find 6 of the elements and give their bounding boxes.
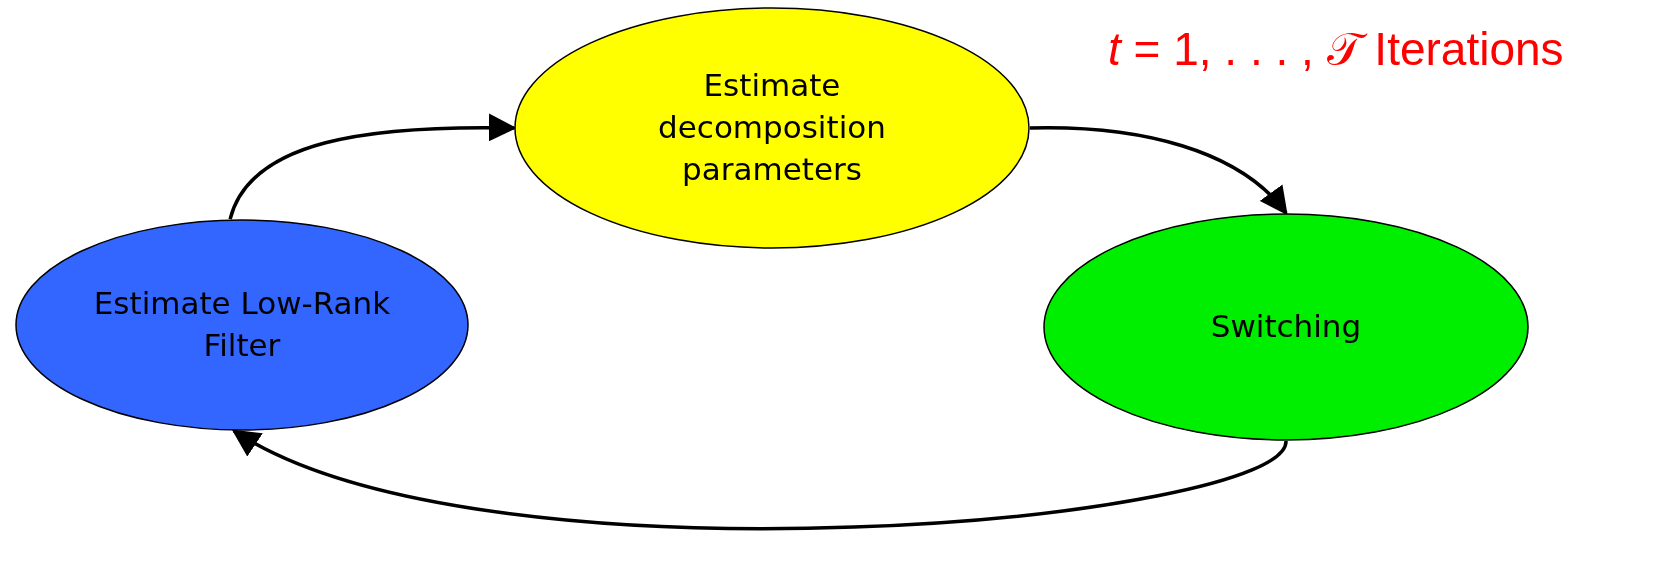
node-label: Estimate decomposition parameters — [657, 66, 887, 189]
node-label: Estimate Low-Rank Filter — [92, 284, 392, 365]
arrow — [1030, 126, 1288, 216]
iteration-label: t = 1, . . . , 𝒯 Iterations — [1108, 22, 1564, 77]
arrow — [231, 429, 1288, 531]
node-label: Switching — [1209, 307, 1363, 347]
